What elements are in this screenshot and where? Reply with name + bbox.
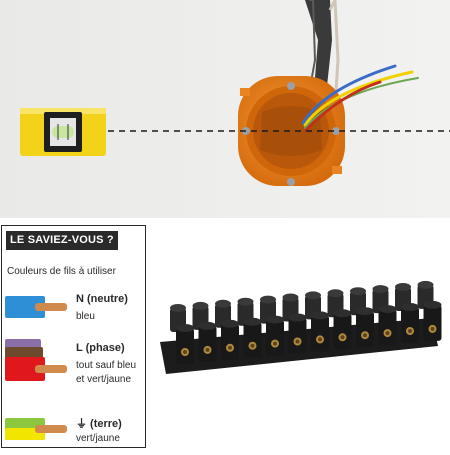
terminal-post <box>350 287 374 348</box>
blue-wire-icon <box>5 296 67 318</box>
terminal-post <box>417 280 442 341</box>
terminal-block-scene <box>150 222 450 450</box>
legend-desc-phase-2: et vert/jaune <box>76 374 132 385</box>
spirit-level-icon <box>20 108 106 156</box>
screw <box>287 178 295 186</box>
terminal-post <box>260 295 284 356</box>
info-title: LE SAVIEZ-VOUS ? <box>6 231 118 250</box>
info-subtitle: Couleurs de fils à utiliser <box>7 266 116 277</box>
legend-name-phase: L (phase) <box>76 342 125 354</box>
junction-box-scene <box>0 0 450 218</box>
terminal-post <box>282 293 307 354</box>
terminal-post <box>372 285 397 346</box>
terminal-post <box>192 301 217 362</box>
legend-desc-phase-1: tout sauf bleu <box>76 360 137 371</box>
terminal-post <box>215 299 239 360</box>
legend-desc-earth: vert/jaune <box>76 433 120 444</box>
info-box: LE SAVIEZ-VOUS ? Couleurs de fils à util… <box>1 225 146 448</box>
terminal-post <box>170 304 194 364</box>
junction-box-photo <box>0 0 450 218</box>
terminal-post <box>327 289 352 350</box>
screw <box>332 127 340 135</box>
terminal-post <box>305 291 329 352</box>
screw <box>287 82 295 90</box>
legend-desc-neutral: bleu <box>76 311 95 322</box>
wires <box>301 64 419 132</box>
phase-wires-icon <box>5 339 67 381</box>
legend-name-earth: ⏚ (terre) <box>76 418 122 430</box>
earth-wire-icon <box>5 418 67 440</box>
terminal-post <box>237 297 262 358</box>
legend-name-neutral: N (neutre) <box>76 293 128 305</box>
terminal-block-photo <box>150 222 450 450</box>
terminal-post <box>395 283 419 343</box>
